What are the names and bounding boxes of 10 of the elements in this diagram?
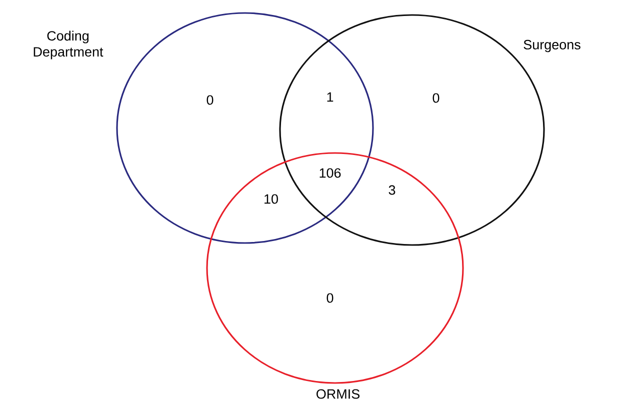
region-count: 10 — [264, 194, 278, 204]
region-count: 106 — [320, 168, 341, 178]
region-count: 0 — [206, 95, 214, 105]
set-label: Coding Department — [34, 30, 104, 60]
region-count: 3 — [388, 185, 396, 195]
region-count: 0 — [432, 93, 440, 103]
region-count: 0 — [326, 293, 334, 303]
region-count: 1 — [327, 92, 334, 102]
set-label: Surgeons — [524, 40, 580, 52]
set-label: ORMIS — [316, 389, 360, 399]
